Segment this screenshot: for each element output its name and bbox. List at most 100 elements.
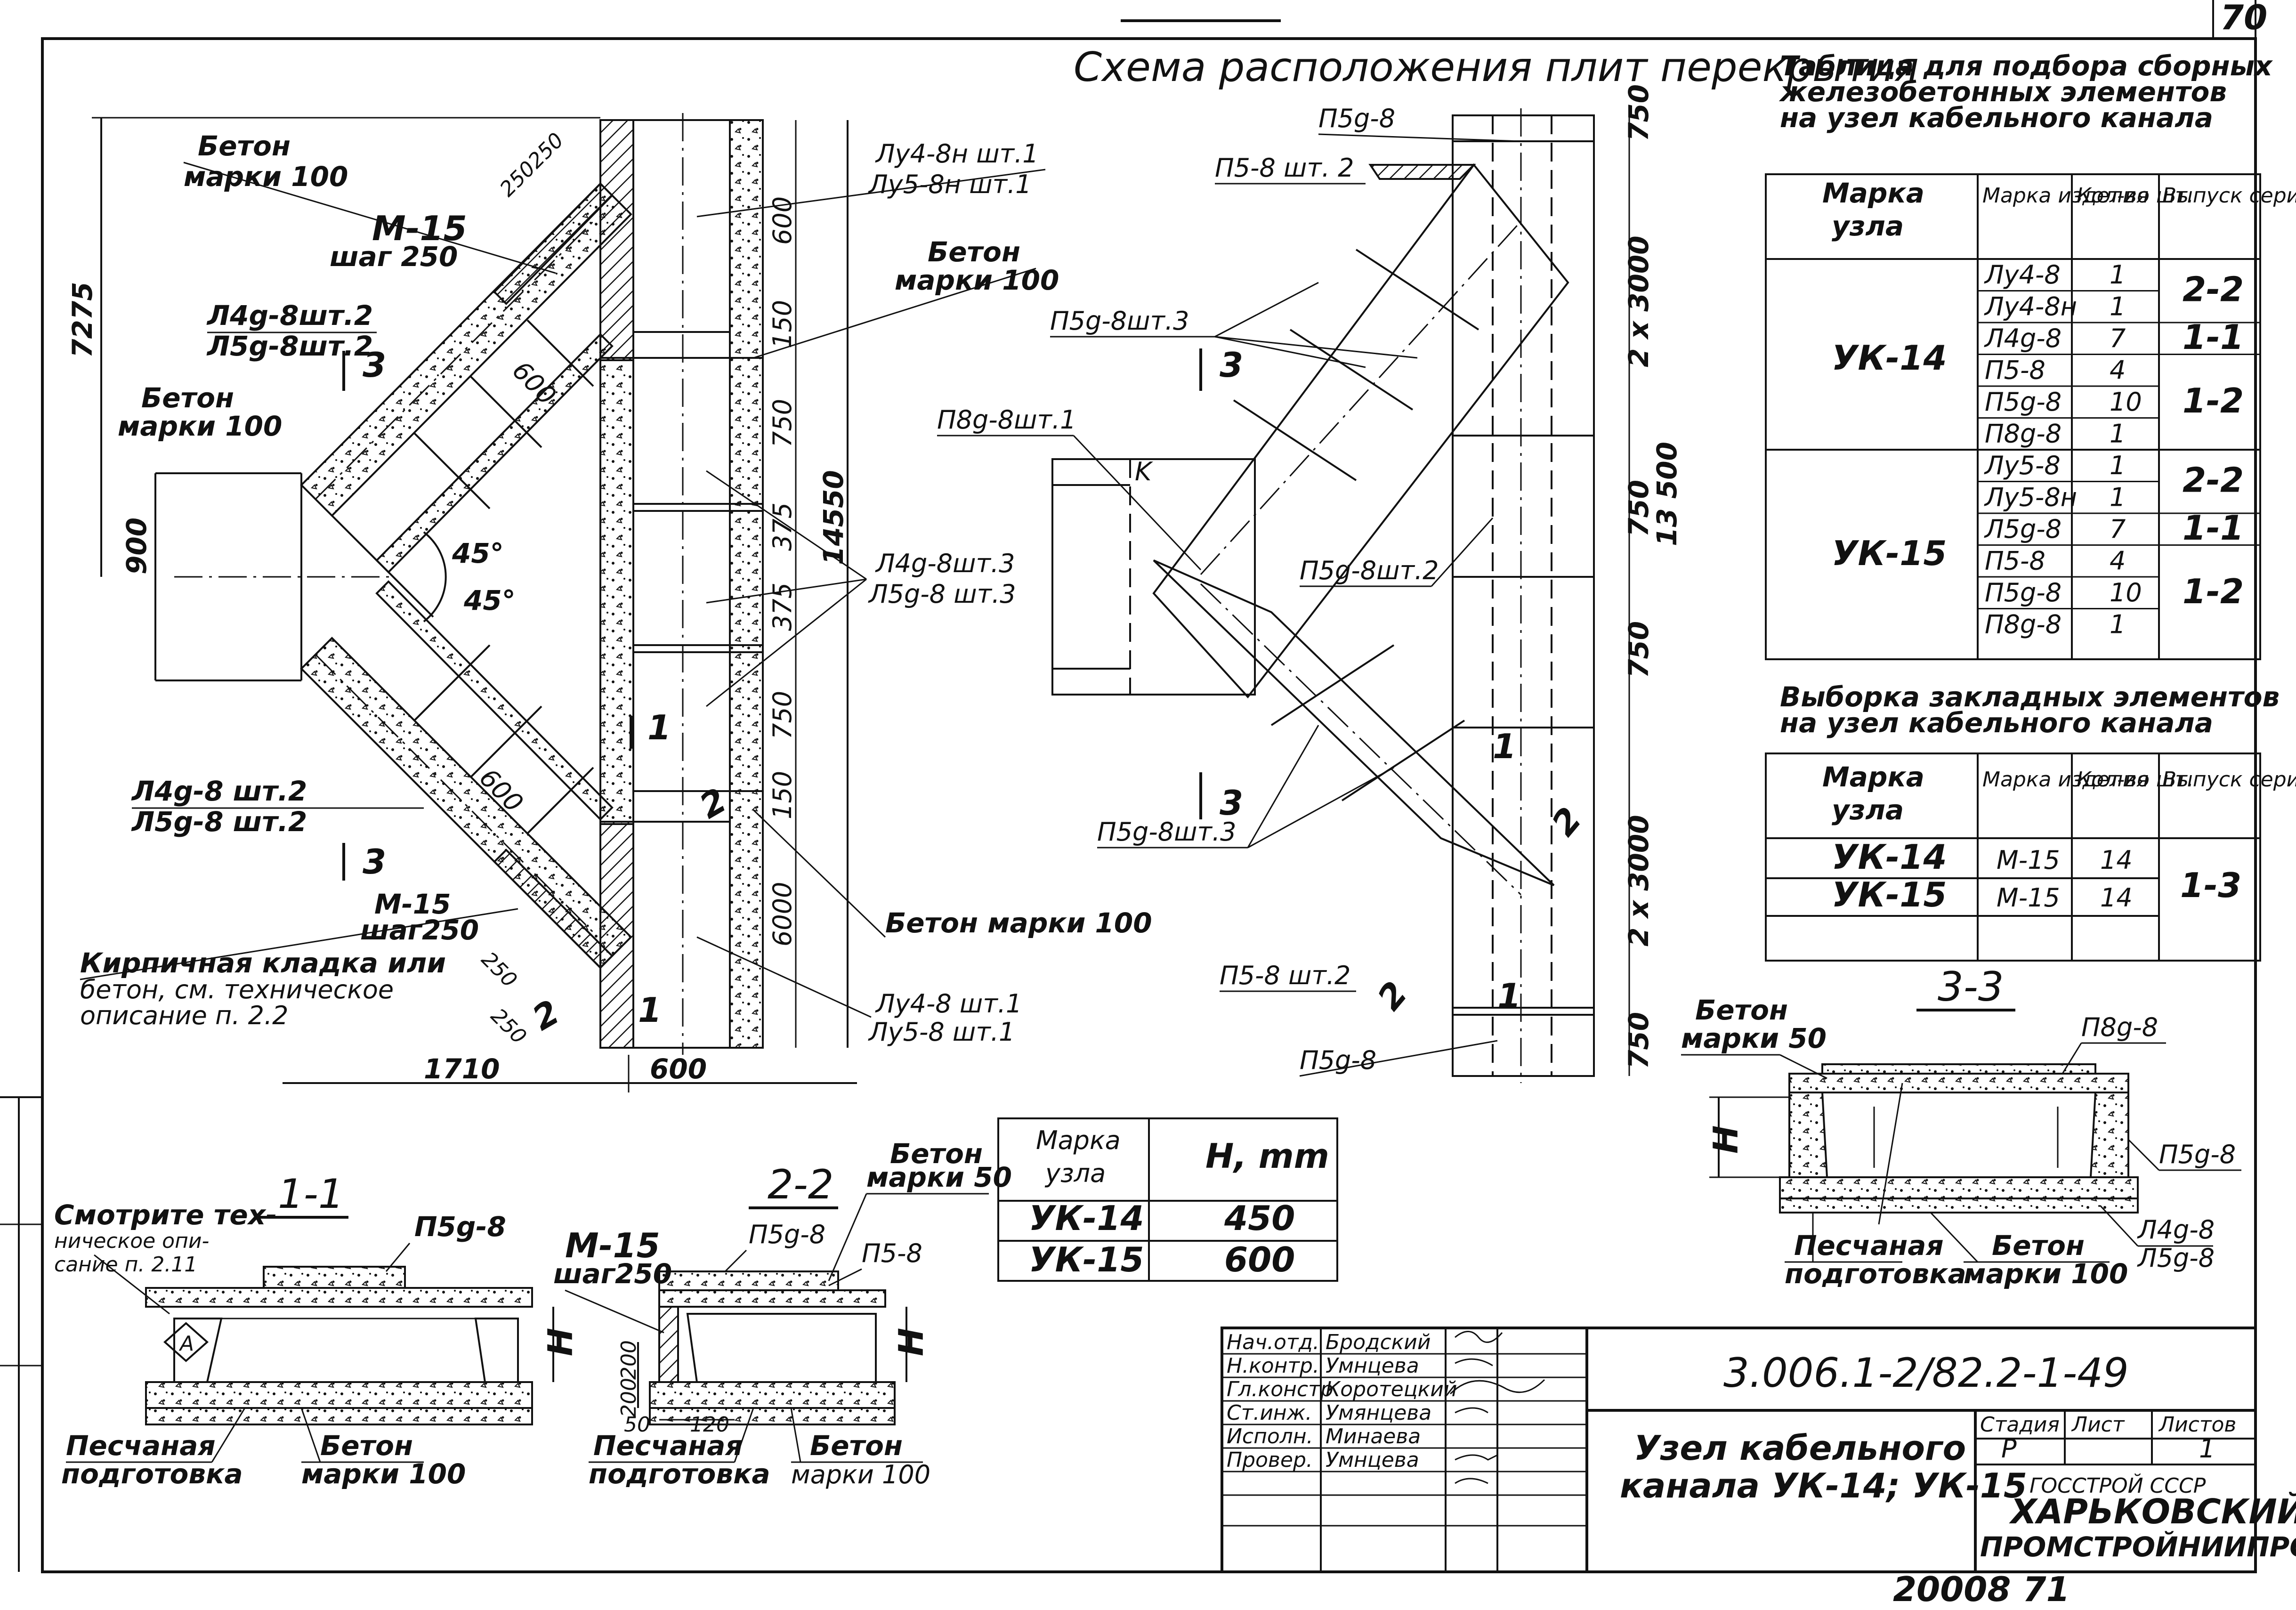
s22-m15-2: шаг250 (553, 1258, 672, 1290)
r-sec1-a: 1 (1493, 727, 1516, 766)
lbl-m15-b-2: шаг250 (360, 914, 479, 946)
s11-conc-1: Бетон (320, 1430, 413, 1462)
emb-h-node-1: Марка (1822, 761, 1924, 793)
lbl-l4-b-2: Л5g-8 шт.2 (131, 806, 307, 838)
lbl-lu-top-2: Лу5-8н шт.1 (868, 170, 1032, 199)
lbl-brick-1: Кирпичная кладка или (80, 947, 446, 979)
s22-h: H (891, 1328, 931, 1356)
sel-item: П5g-8 (1985, 387, 2062, 417)
sel-series: 2-2 (2183, 270, 2244, 309)
sel-series: 1-2 (2183, 572, 2244, 611)
lbl-m15-b-1: М-15 (374, 888, 451, 920)
s22-p5d: П5g-8 (749, 1220, 825, 1249)
left-wall-mid (599, 357, 634, 825)
sel-item: П8g-8 (1985, 610, 2062, 639)
s11-h: H (541, 1328, 580, 1356)
s22-d200a: 200 (617, 1340, 641, 1380)
s11-sand-2: подготовка (61, 1458, 243, 1490)
s11-sand-1: Песчаная (66, 1430, 216, 1462)
sel-item: Лу5-8 (1984, 451, 2061, 480)
h-head-node-1: Марка (1036, 1125, 1121, 1155)
lbl-l4-b-1: Л4g-8 шт.2 (131, 775, 307, 807)
emb-h-item: Марка изделия (1982, 768, 2149, 792)
s22-d200b: 200 (617, 1378, 641, 1417)
angle-45-b: 45° (463, 584, 516, 616)
r-sec2-b: 2 (1370, 974, 1415, 1018)
emb-title-2: на узел кабельного канала (1780, 707, 2213, 739)
dim-1710: 1710 (424, 1053, 500, 1085)
sheet-number-top: 70 (2220, 0, 2267, 37)
lbl-beton-100-b-1: Бетон (141, 382, 234, 414)
emb-h-node-2: узла (1832, 794, 1904, 826)
right-wall (729, 119, 764, 1049)
sel-title-2: железобетонных элементов (1779, 76, 2227, 108)
dim-v150-a: 150 (768, 300, 797, 348)
sel-qty: 4 (2110, 356, 2126, 385)
tb-doc-code: 3.006.1-2/82.2-1-49 (1723, 1350, 2129, 1397)
lbl-beton-100-a-1: Бетон (198, 130, 291, 162)
sel-qty: 7 (2110, 324, 2126, 353)
s33-sand-1: Песчаная (1794, 1230, 1944, 1262)
s11-conc-2: марки 100 (301, 1458, 466, 1490)
height-table: Марка узла H, mm УК-14 450 УК-15 600 (997, 1117, 1338, 1282)
tb-org-3: ПРОМСТРОЙНИИПРОЕКТ (1980, 1530, 2296, 1563)
s33-conc-2: марки 100 (1964, 1258, 2128, 1290)
tb-role: Нач.отд. (1227, 1330, 1319, 1354)
tb-role: Исполн. (1227, 1424, 1313, 1448)
s33-p5d: П5g-8 (2159, 1140, 2236, 1169)
r-dim-750-bot: 750 (1623, 1012, 1655, 1069)
r-dim-13500: 13 500 (1651, 442, 1683, 546)
tb-role: Ст.инж. (1227, 1401, 1312, 1425)
r-dim-2x3000-a: 2 x 3000 (1623, 235, 1655, 367)
tb-sheets-h: Листов (2158, 1413, 2236, 1437)
lbl-l4-c-2: Л5g-8 шт.3 (868, 579, 1016, 609)
sel-series: 1-1 (2183, 317, 2244, 357)
sel-h-node-2: узла (1832, 210, 1904, 242)
sel-title-3: на узел кабельного канала (1780, 102, 2213, 134)
tb-role: Провер. (1227, 1448, 1313, 1472)
sel-h-node-1: Марка (1822, 177, 1924, 209)
emb-node-1: УК-15 (1832, 875, 1947, 914)
tb-title-1: Узел кабельного (1634, 1428, 1966, 1468)
s22-conc-2: марки 100 (791, 1460, 930, 1489)
tb-role: Н.контр. (1227, 1354, 1319, 1378)
sec-1-bot: 1 (638, 990, 662, 1030)
signature-4 (1455, 1407, 1488, 1414)
s33-sand-2: подготовка (1785, 1258, 1966, 1290)
s22-conc-1: Бетон (810, 1430, 903, 1462)
dim-v6000: 6000 (768, 882, 797, 947)
sec-3-top: 3 (363, 345, 386, 385)
sel-qty: 4 (2110, 546, 2126, 576)
sel-qty: 10 (2110, 578, 2142, 607)
s11-title: 1-1 (278, 1171, 344, 1218)
s33-beton50-2: марки 50 (1681, 1022, 1827, 1054)
tb-title-2: канала УК-14; УК-15 (1620, 1466, 2027, 1505)
s22-d50: 50 (624, 1413, 650, 1437)
dim-v750-b: 750 (768, 691, 797, 739)
sel-item: П8g-8 (1985, 419, 2062, 449)
tb-org-2: ХАРЬКОВСКИЙ (2009, 1492, 2296, 1531)
sel-qty: 1 (2110, 483, 2126, 512)
signature-5 (1455, 1454, 1498, 1461)
lbl-lu-bot-1: Лу4-8 шт.1 (875, 989, 1022, 1019)
tb-name: Умнцева (1326, 1354, 1419, 1378)
sel-qty: 1 (2110, 610, 2126, 639)
r-dim-750-a: 750 (1623, 480, 1655, 537)
sel-h-series: Выпуск серии (2162, 184, 2296, 208)
dim-7275: 7275 (66, 282, 98, 358)
s33-conc-1: Бетон (1992, 1230, 2085, 1262)
emb-h-qty: Кол-во шт. (2077, 768, 2194, 792)
s22-beton50-2: марки 50 (866, 1161, 1012, 1193)
emb-qty-1: 14 (2100, 883, 2133, 913)
sec-2: 2 (693, 780, 733, 826)
tb-org-1: ГОССТРОЙ СССР (2029, 1473, 2206, 1498)
s11-note-3: сание п. 2.11 (54, 1253, 197, 1277)
emb-node-0: УК-14 (1832, 837, 1947, 877)
lbl-m15-1: М-15 (372, 209, 467, 248)
sel-h-item: Марка изделия (1982, 184, 2149, 208)
s33-l4l5-2: Л5g-8 (2137, 1243, 2215, 1273)
dim-v375-a: 375 (768, 502, 797, 551)
tb-name: Умнцева (1326, 1448, 1419, 1472)
sec-1: 1 (647, 708, 671, 747)
